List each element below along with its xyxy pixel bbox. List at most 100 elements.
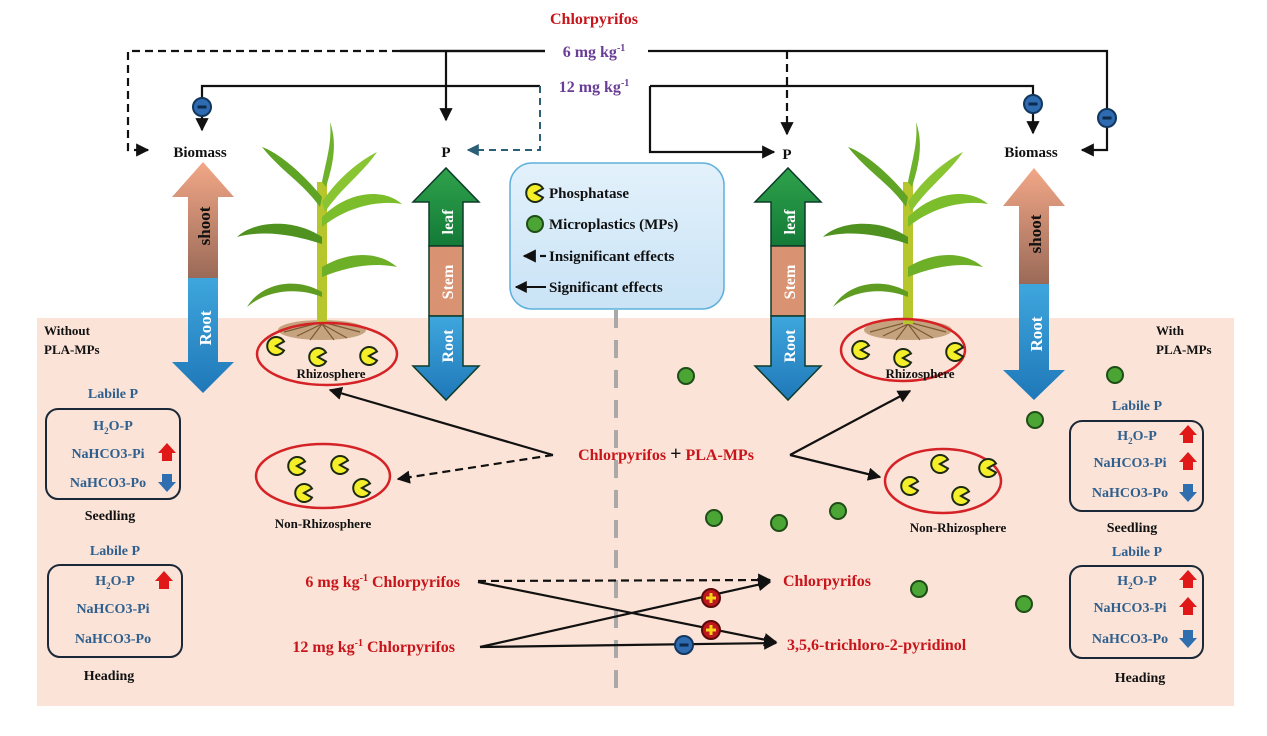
svg-text:NaHCO3-Pi: NaHCO3-Pi (76, 602, 149, 617)
arrow-to-right-rhizosphere (789, 390, 912, 456)
svg-text:Rhizosphere: Rhizosphere (885, 366, 954, 381)
svg-text:leaf: leaf (440, 209, 457, 235)
negative-effect-icon (1023, 94, 1043, 114)
positive-effect-icon (701, 588, 721, 608)
svg-text:Labile P: Labile P (88, 387, 139, 402)
svg-text:shoot: shoot (1026, 214, 1045, 253)
dose-low-label: 6 mg kg-1 (563, 43, 626, 61)
svg-text:Stem: Stem (782, 264, 799, 299)
dashed-arrow-12mg-to-left-p (466, 86, 541, 156)
right-condition-label-2: PLA-MPs (1156, 342, 1212, 357)
svg-text:Non-Rhizosphere: Non-Rhizosphere (275, 516, 372, 531)
right-non-rhizosphere: Non-Rhizosphere (883, 447, 1007, 535)
left-biomass-label: Biomass (173, 145, 227, 161)
right-p-label: P (782, 147, 791, 163)
microplastic-icon (1106, 366, 1124, 384)
svg-text:NaHCO3-Pi: NaHCO3-Pi (71, 447, 144, 462)
svg-text:Root: Root (782, 329, 799, 363)
arrow-12mg-to-tcp (479, 636, 778, 650)
degradation-arrows (477, 573, 778, 655)
negative-effect-icon (1097, 108, 1117, 128)
microplastic-icon (910, 580, 928, 598)
top-connectors-left (126, 49, 545, 157)
dashed-arrow-6mg-to-chlorpyrifos (477, 573, 772, 587)
left-condition-label: Without (44, 323, 91, 338)
left-p-allocation-arrow: leaf Stem Root (411, 166, 481, 402)
top-connectors-right (648, 49, 1117, 159)
svg-text:Labile P: Labile P (90, 544, 141, 559)
svg-text:Labile P: Labile P (1112, 399, 1163, 414)
right-maize-plant-image (822, 121, 989, 341)
arrow-12mg-to-right-p (648, 86, 776, 159)
left-heading-panel: Labile P H2O-P NaHCO3-Pi NaHCO3-Po Headi… (47, 544, 183, 684)
microplastic-icon (1015, 595, 1033, 613)
arrow-12mg-to-right-biomass (650, 84, 1040, 135)
svg-text:Heading: Heading (1115, 671, 1166, 686)
right-rhizosphere: Rhizosphere (839, 317, 967, 383)
left-p-label: P (441, 145, 450, 161)
arrow-12mg-to-chlorpyrifos (479, 578, 772, 649)
right-biomass-label: Biomass (1004, 145, 1058, 161)
source-12mg-label: 12 mg kg-1 Chlorpyrifos (292, 638, 455, 656)
svg-text:leaf: leaf (782, 209, 799, 235)
svg-text:Non-Rhizosphere: Non-Rhizosphere (910, 520, 1007, 535)
microplastic-icon (770, 514, 788, 532)
left-rhizosphere: Rhizosphere (255, 321, 399, 387)
positive-effect-icon (701, 620, 721, 640)
legend-label-phosphatase: Phosphatase (549, 186, 629, 202)
svg-text:H2O-P: H2O-P (1117, 574, 1157, 591)
svg-text:shoot: shoot (195, 206, 214, 245)
svg-text:NaHCO3-Po: NaHCO3-Po (1092, 632, 1168, 647)
left-seedling-panel: Labile P H2O-P NaHCO3-Pi NaHCO3-Po Seedl… (45, 387, 181, 524)
svg-text:Seedling: Seedling (1107, 521, 1158, 536)
svg-text:Root: Root (440, 329, 457, 363)
top-title: Chlorpyrifos (550, 11, 638, 28)
microplastic-icon (526, 215, 544, 233)
svg-text:NaHCO3-Po: NaHCO3-Po (70, 476, 146, 491)
arrow-to-left-rhizosphere (328, 386, 554, 457)
microplastic-icon (677, 367, 695, 385)
legend-box: Phosphatase Microplastics (MPs) Insignif… (509, 162, 725, 310)
negative-effect-icon (192, 97, 212, 117)
microplastic-icon (829, 502, 847, 520)
svg-text:H2O-P: H2O-P (95, 574, 135, 591)
left-biomass-arrow: shoot Root (172, 162, 234, 393)
legend-label-significant: Significant effects (549, 280, 663, 296)
center-treatment-label: Chlorpyrifos + PLA-MPs (578, 443, 754, 465)
legend-label-microplastics: Microplastics (MPs) (549, 217, 678, 233)
source-6mg-label: 6 mg kg-1 Chlorpyrifos (305, 573, 460, 591)
left-non-rhizosphere: Non-Rhizosphere (254, 442, 392, 531)
svg-text:H2O-P: H2O-P (93, 419, 133, 436)
legend-label-insignificant: Insignificant effects (549, 249, 675, 265)
svg-text:H2O-P: H2O-P (1117, 429, 1157, 446)
svg-text:Labile P: Labile P (1112, 545, 1163, 560)
arrow-12mg-to-left-biomass (195, 84, 540, 132)
negative-effect-icon (674, 635, 694, 655)
microplastic-icon (705, 509, 723, 527)
svg-text:Stem: Stem (440, 264, 457, 299)
right-p-allocation-arrow: leaf Stem Root (753, 166, 823, 402)
svg-text:Root: Root (196, 310, 215, 345)
target-tcp-label: 3,5,6-trichloro-2-pyridinol (787, 637, 967, 654)
svg-text:Seedling: Seedling (85, 509, 136, 524)
svg-text:NaHCO3-Pi: NaHCO3-Pi (1093, 601, 1166, 616)
svg-text:Rhizosphere: Rhizosphere (296, 366, 365, 381)
arrow-6mg-to-tcp (477, 580, 778, 647)
right-condition-label: With (1156, 323, 1185, 338)
svg-text:NaHCO3-Po: NaHCO3-Po (1092, 486, 1168, 501)
microplastic-icon (1026, 411, 1044, 429)
right-heading-panel: Labile P H2O-P NaHCO3-Pi NaHCO3-Po Headi… (1069, 545, 1204, 686)
dose-high-label: 12 mg kg-1 (559, 78, 630, 96)
right-biomass-arrow: shoot Root (1003, 168, 1065, 400)
left-maize-plant-image (236, 121, 403, 341)
right-seedling-panel: Labile P H2O-P NaHCO3-Pi NaHCO3-Po Seedl… (1069, 399, 1204, 536)
left-condition-label-2: PLA-MPs (44, 342, 100, 357)
arrow-to-right-non-rhizosphere (789, 453, 882, 481)
dashed-arrow-to-left-non-rhizosphere (396, 453, 554, 484)
svg-text:Root: Root (1027, 316, 1046, 351)
svg-text:Heading: Heading (84, 669, 135, 684)
svg-text:NaHCO3-Pi: NaHCO3-Pi (1093, 456, 1166, 471)
dashed-arrow-6mg-to-left-biomass (126, 49, 400, 157)
arrow-6mg-to-right-biomass (648, 49, 1109, 157)
